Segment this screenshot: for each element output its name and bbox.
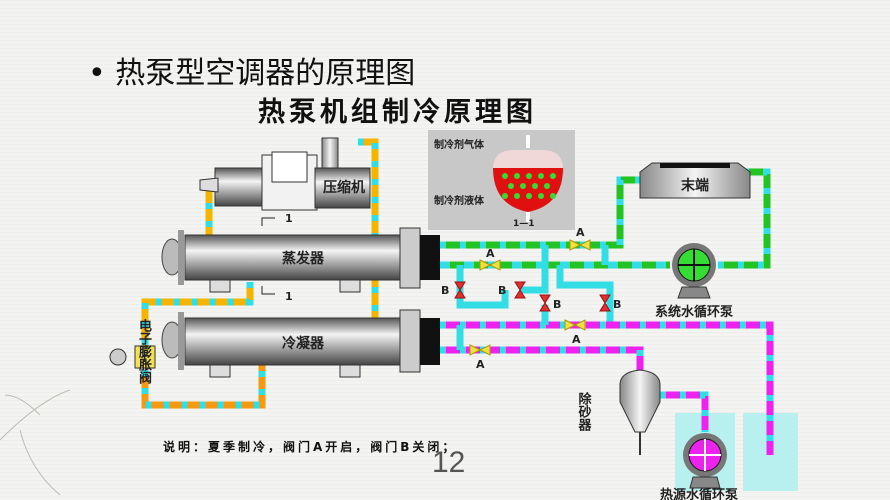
slide-title: • 热泵型空调器的原理图 bbox=[88, 48, 415, 92]
separator-inset: 制冷剂气体 制冷剂液体 1—1 bbox=[428, 130, 575, 230]
condenser-label: 冷凝器 bbox=[282, 335, 325, 352]
section-mark-bottom: 1 bbox=[285, 290, 293, 303]
valves-a bbox=[469, 239, 591, 356]
evaporator: 蒸发器 bbox=[161, 227, 440, 293]
valves-b bbox=[454, 281, 611, 312]
source-pump-label: 热源水循环泵 bbox=[660, 487, 738, 500]
valve-a-label: A bbox=[576, 226, 585, 239]
valve-b-label: B bbox=[553, 298, 561, 311]
source-water-pipes bbox=[440, 305, 774, 455]
section-mark-line bbox=[261, 217, 275, 226]
valve-a-label: A bbox=[486, 247, 495, 260]
system-pump-label: 系统水循环泵 bbox=[655, 304, 733, 320]
valve-a-label: A bbox=[476, 358, 485, 371]
valve-b-label: B bbox=[498, 284, 506, 297]
chilled-water-pipes bbox=[440, 168, 771, 323]
diagram-title: 热泵机组制冷原理图 bbox=[258, 97, 537, 128]
compressor: 压缩机 bbox=[199, 137, 371, 211]
section-mark-line bbox=[261, 286, 275, 295]
terminal-unit: 末端 bbox=[639, 162, 751, 199]
sand-remover-label: 除砂器 bbox=[576, 391, 593, 432]
sand-remover: 除砂器 bbox=[576, 369, 661, 455]
page-number: 12 bbox=[432, 446, 466, 479]
section-mark-top: 1 bbox=[285, 212, 293, 225]
valve-b-label: B bbox=[441, 284, 449, 297]
ink-branch-decoration bbox=[0, 389, 71, 496]
svg-text:↑: ↑ bbox=[140, 352, 149, 365]
refrigerant-pipes bbox=[141, 138, 379, 409]
expansion-valve: ↑ bbox=[109, 345, 156, 369]
condenser: 冷凝器 bbox=[161, 309, 440, 378]
terminal-label: 末端 bbox=[681, 177, 709, 194]
valve-a-label: A bbox=[572, 333, 581, 346]
evaporator-label: 蒸发器 bbox=[282, 250, 325, 267]
source-pump: 热源水循环泵 bbox=[660, 433, 738, 500]
compressor-label: 压缩机 bbox=[323, 179, 365, 196]
slide-title-text: 热泵型空调器的原理图 bbox=[115, 56, 416, 91]
liquid-label: 制冷剂液体 bbox=[434, 194, 485, 207]
valve-b-label: B bbox=[613, 298, 621, 311]
section-label: 1—1 bbox=[513, 219, 535, 229]
diagram-caption: 说明：夏季制冷，阀门A开启，阀门B关闭； bbox=[163, 440, 458, 454]
system-pump: 系统水循环泵 bbox=[655, 243, 733, 320]
bullet: • bbox=[88, 56, 106, 91]
gas-label: 制冷剂气体 bbox=[434, 138, 485, 151]
